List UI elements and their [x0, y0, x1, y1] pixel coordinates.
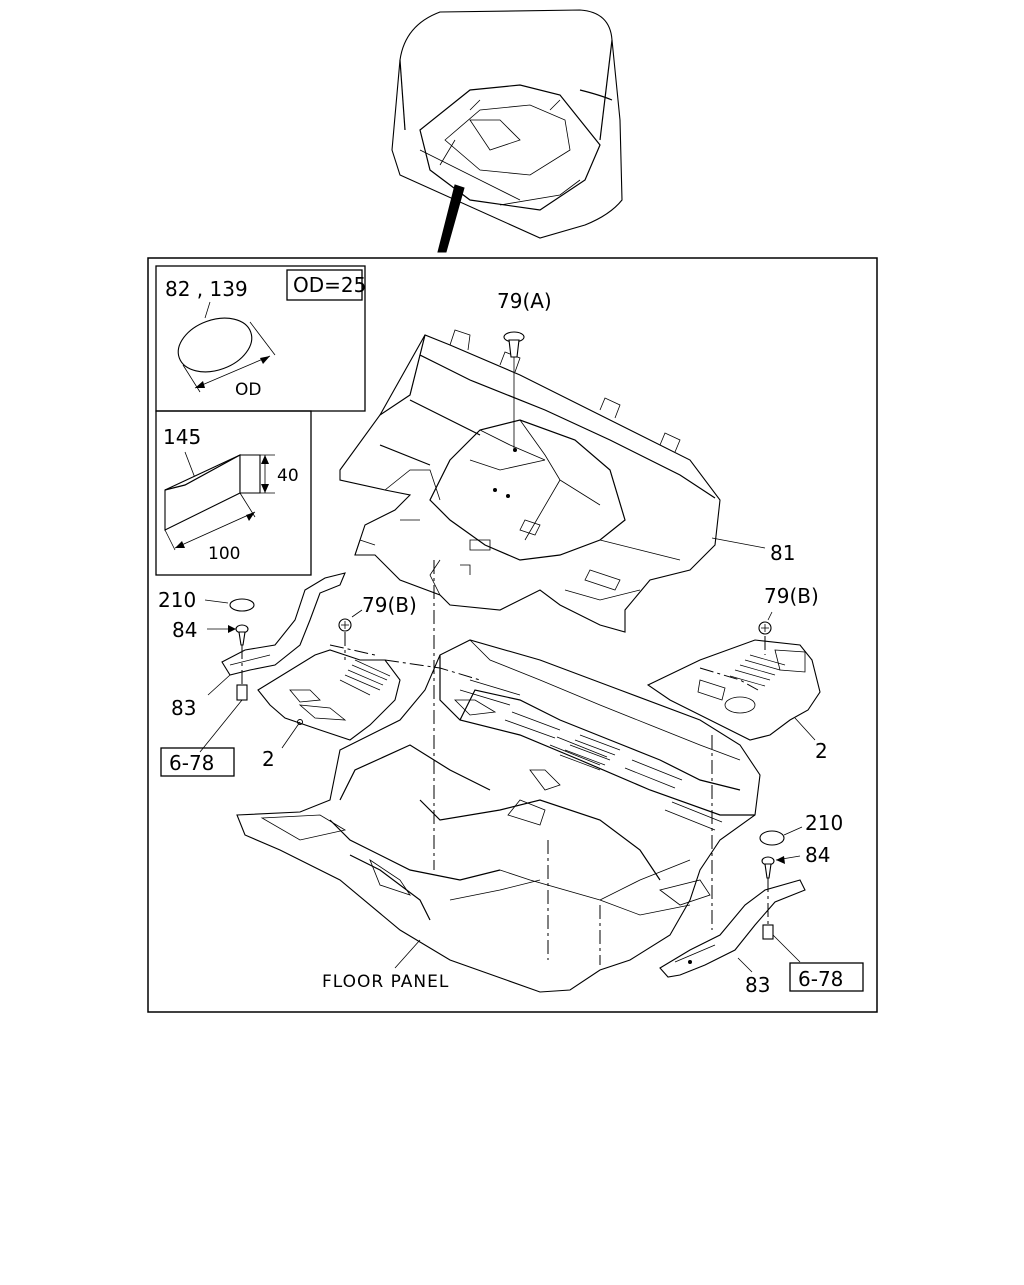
label-2-right: 2	[815, 739, 828, 763]
label-dim-100: 100	[208, 544, 240, 564]
label-od-note: OD=25	[293, 273, 366, 297]
label-145: 145	[163, 425, 201, 449]
label-ref-left: 6-78	[169, 751, 214, 775]
label-84-right: 84	[805, 843, 830, 867]
part-79b-right-clip: 79(B)	[758, 584, 819, 635]
diagram-frame	[147, 257, 878, 1013]
assembly-lines	[241, 560, 769, 965]
round-pad-shape	[177, 317, 253, 373]
label-210-right: 210	[805, 811, 843, 835]
part-83-right-bracket: 83	[659, 879, 806, 997]
label-83-left: 83	[171, 696, 196, 720]
part-210-left-cap: 210	[158, 588, 255, 612]
label-ref-right: 6-78	[798, 967, 843, 991]
part-79a-clip: 79(A)	[497, 289, 552, 450]
label-83-right: 83	[745, 973, 770, 997]
label-2-left: 2	[262, 747, 275, 771]
part-79b-left-clip: 79(B)	[338, 593, 417, 632]
floor-panel-ribs	[459, 679, 723, 831]
part-81-floor-mat	[339, 329, 721, 633]
vehicle-overview	[391, 9, 623, 253]
label-210-left: 210	[158, 588, 196, 612]
label-82-139: 82 , 139	[165, 277, 248, 301]
part-83-left-bracket: 83	[171, 572, 346, 720]
label-79b-left: 79(B)	[362, 593, 417, 617]
label-81: 81	[770, 541, 795, 565]
label-od-dim: OD	[235, 380, 261, 400]
inset-block-pad: 145 40 100	[155, 410, 312, 576]
label-84-left: 84	[172, 618, 197, 642]
part-84-right-screw: 84	[761, 843, 830, 879]
part-2-left-mat: 2	[257, 649, 401, 771]
label-dim-40: 40	[277, 466, 299, 486]
label-floor-panel: FLOOR PANEL	[322, 972, 449, 992]
part-2-right-mat: 2	[646, 639, 828, 763]
part-210-right-cap: 210	[759, 811, 843, 846]
floor-panel: FLOOR PANEL	[236, 639, 761, 993]
part-84-left-screw: 84	[172, 618, 249, 646]
part-right-clip: 6-78	[762, 924, 864, 992]
label-79a: 79(A)	[497, 289, 552, 313]
inset-round-pad: OD=25 82 , 139 OD	[155, 265, 366, 412]
part-left-clip: 6-78	[160, 684, 248, 777]
label-79b-right: 79(B)	[764, 584, 819, 608]
